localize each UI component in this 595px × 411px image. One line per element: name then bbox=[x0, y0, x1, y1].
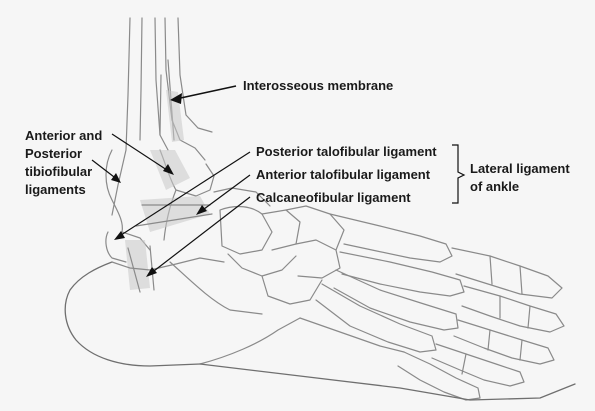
label-tibiofibular-line1: Anterior and bbox=[25, 128, 102, 144]
lateral-ligament-bracket bbox=[452, 145, 464, 203]
label-lateral-ligament-line2: of ankle bbox=[470, 179, 519, 195]
calcaneus bbox=[65, 258, 300, 366]
ankle-region bbox=[106, 150, 214, 292]
metatarsal-bones bbox=[300, 214, 464, 352]
label-interosseous-membrane: Interosseous membrane bbox=[243, 78, 393, 94]
arrow-interosseous bbox=[176, 86, 236, 99]
leader-posterior-talofibular bbox=[118, 152, 250, 237]
label-tibiofibular-line4: ligaments bbox=[25, 182, 86, 198]
label-lateral-ligament-line1: Lateral ligament bbox=[470, 161, 570, 177]
label-calcaneofibular: Calcaneofibular ligament bbox=[256, 190, 411, 206]
label-tibiofibular-line3: tibiofibular bbox=[25, 164, 92, 180]
label-tibiofibular-line2: Posterior bbox=[25, 146, 82, 162]
label-posterior-talofibular: Posterior talofibular ligament bbox=[256, 144, 437, 160]
label-anterior-talofibular: Anterior talofibular ligament bbox=[256, 167, 430, 183]
toe-bones bbox=[200, 248, 575, 400]
